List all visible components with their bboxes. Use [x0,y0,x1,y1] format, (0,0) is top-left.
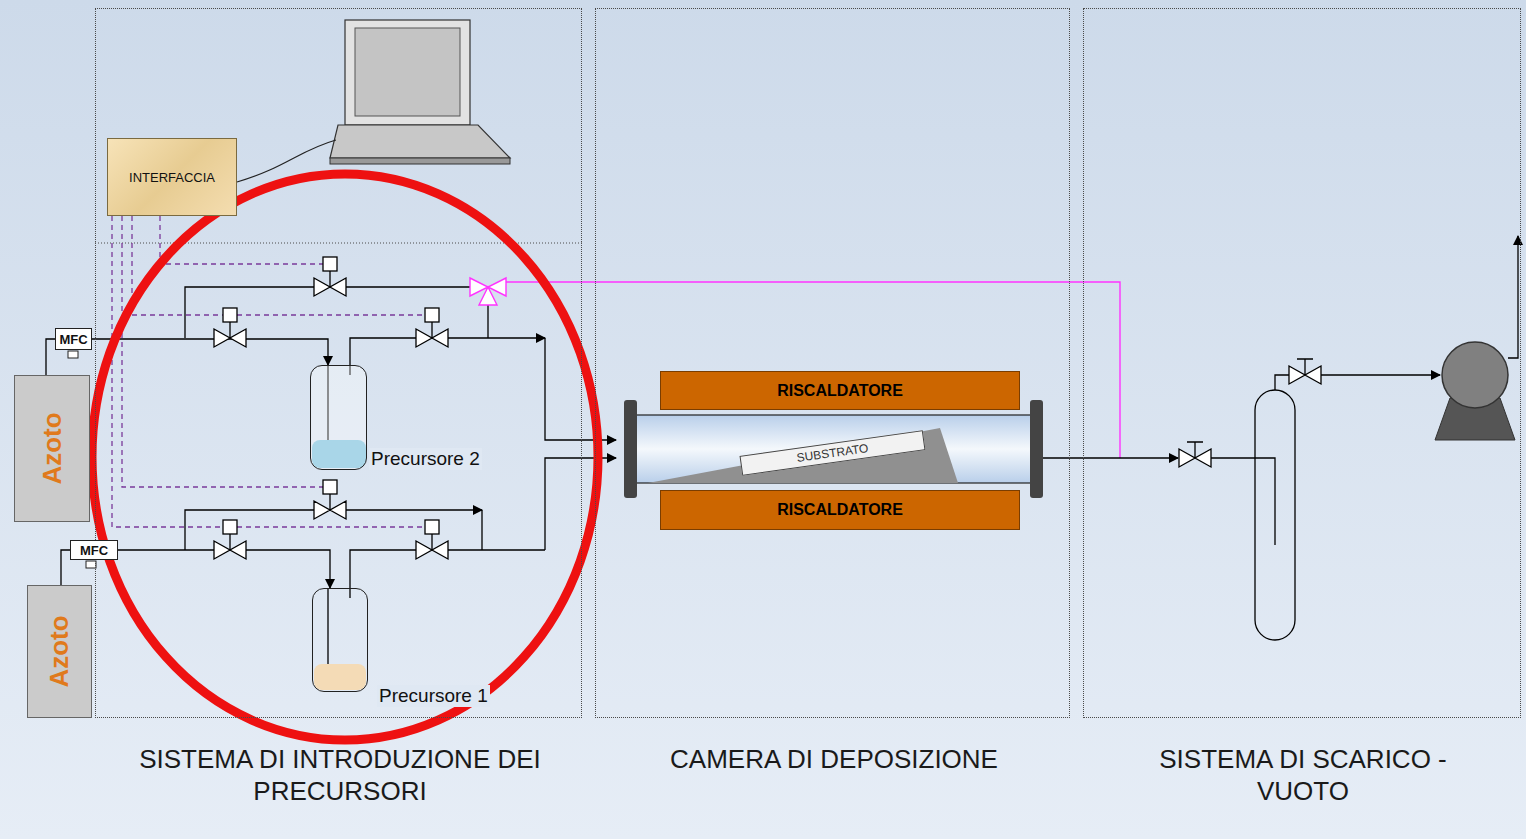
mass-flow-controller: MFC [70,540,118,560]
gas-cylinder: Azoto [14,375,90,522]
box-label: INTERFACCIA [129,170,215,185]
box-label: RISCALDATORE [777,501,903,519]
section-label: CAMERA DI DEPOSIZIONE [624,743,1044,775]
region-panel: CAMERA DI DEPOSIZIONERISCALDATORERISCALD… [595,8,1070,718]
heater-block: RISCALDATORE [660,371,1020,410]
box-label: SUBSTRATO [796,441,869,465]
heater-block: RISCALDATORE [660,490,1020,530]
flow-line [46,339,55,375]
box-label: MFC [59,332,87,347]
region-panel: SISTEMA DI SCARICO - VUOTO [1083,8,1521,718]
precursor-bubbler: Precursore 2 [310,365,367,470]
section-label: SISTEMA DI SCARICO - VUOTO [1133,743,1473,807]
precursor-label: Precursore 2 [369,448,482,470]
substrate-plate: SUBSTRATO [740,430,926,476]
flow-line [92,339,328,365]
section-label: SISTEMA DI INTRODUZIONE DEI PRECURSORI [130,743,550,807]
region-panel: SISTEMA DI INTRODUZIONE DEI PRECURSORIIN… [95,8,582,718]
box-label: Azoto [36,412,67,484]
interface-box: INTERFACCIA [107,138,237,216]
gas-cylinder: Azoto [27,585,92,718]
flow-line [61,550,70,585]
box-label: MFC [80,543,108,558]
box-label: Azoto [44,615,75,687]
mass-flow-controller: MFC [55,328,92,350]
box-label: RISCALDATORE [777,382,903,400]
precursor-label: Precursore 1 [377,685,490,707]
precursor-bubbler: Precursore 1 [312,588,368,692]
flow-line [118,550,330,588]
